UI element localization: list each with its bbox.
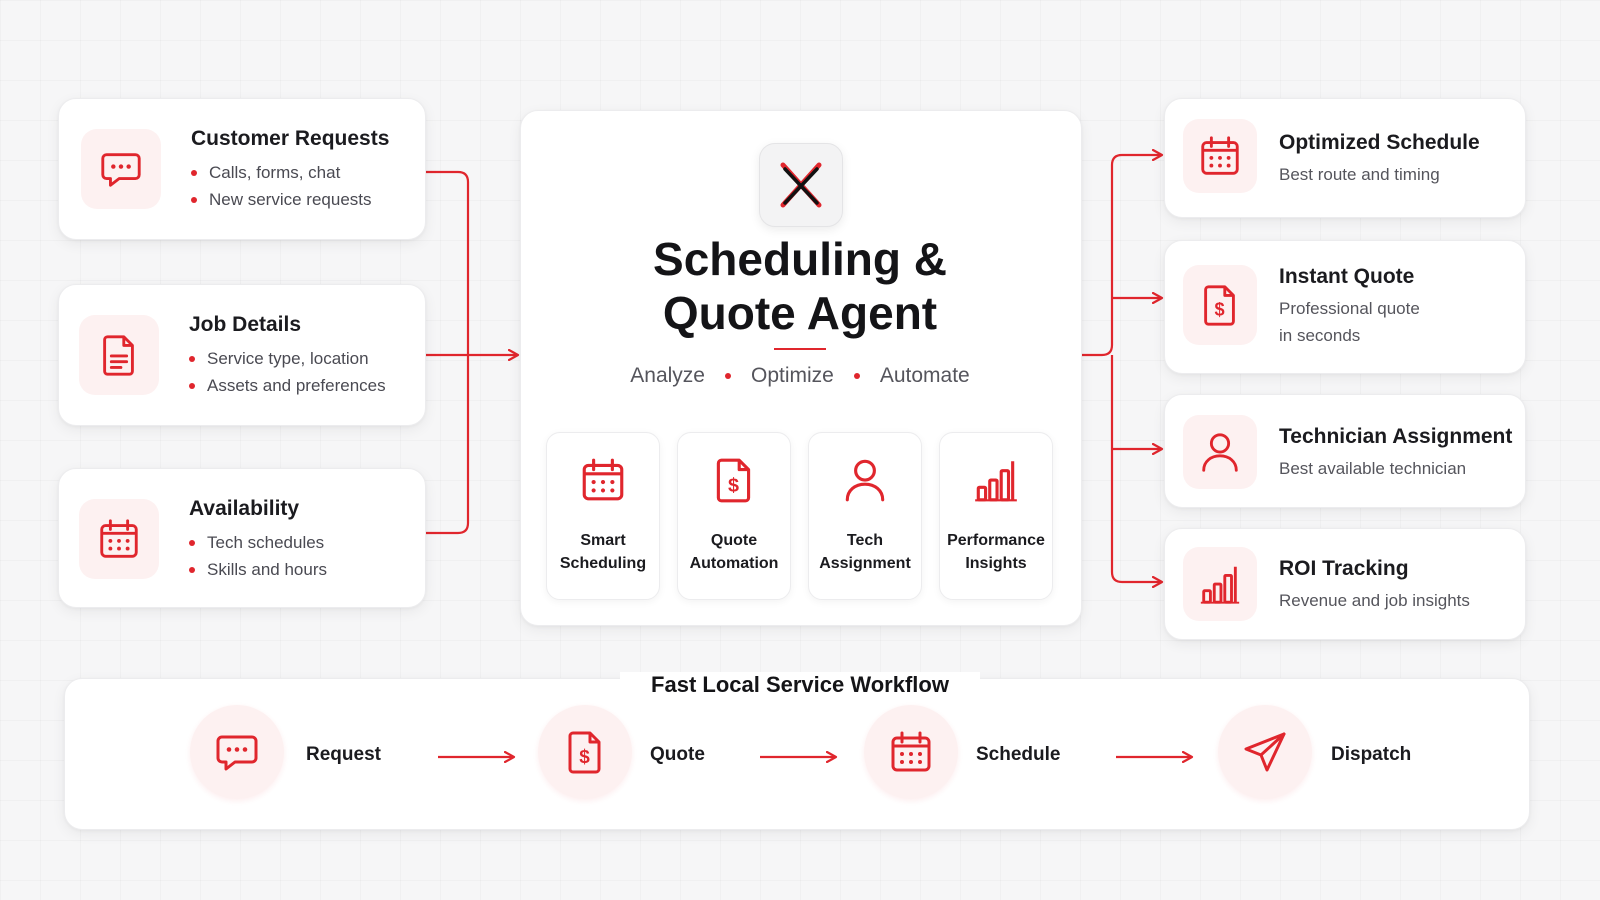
workflow-step-label: Quote [650,744,705,765]
input-card-customer-requests: Customer Requests Calls, forms, chat New… [58,98,426,240]
card-title: Technician Assignment [1279,425,1513,448]
output-card-roi-tracking: ROI Tracking Revenue and job insights [1164,528,1526,640]
card-subtitle: Best route and timing [1279,165,1440,184]
card-title: Availability [189,497,300,520]
calendar-icon [887,728,935,776]
quote-document-icon [1183,265,1257,345]
workflow-step-label: Schedule [976,744,1061,765]
card-subtitle: Best available technician [1279,459,1467,478]
bullet-item: New service requests [191,186,372,213]
card-subtitle: Professional quote in seconds [1279,299,1420,345]
paper-plane-icon [1241,728,1289,776]
quote-document-icon [561,728,609,776]
output-card-optimized-schedule: Optimized Schedule Best route and timing [1164,98,1526,218]
dot-separator [724,373,731,380]
bullet-item: Assets and preferences [189,372,386,399]
card-title: Instant Quote [1279,265,1415,288]
card-subtitle: Revenue and job insights [1279,591,1470,610]
card-title: Optimized Schedule [1279,131,1480,154]
agent-title-line2: Quote Agent [662,287,938,339]
bullet-item: Calls, forms, chat [191,159,372,186]
output-card-instant-quote: Instant Quote Professional quote in seco… [1164,240,1526,374]
chat-icon [213,728,261,776]
agent-tagline: Analyze Optimize Automate [560,364,1040,388]
calendar-icon [1183,119,1257,193]
workflow-step-quote-icon [538,705,632,799]
card-title: Job Details [189,313,302,336]
workflow-step-label: Dispatch [1331,744,1412,765]
bullet-list: Tech schedules Skills and hours [189,529,327,583]
output-card-technician-assignment: Technician Assignment Best available tec… [1164,394,1526,508]
tagline-word: Automate [879,364,970,387]
bullet-item: Tech schedules [189,529,327,556]
quote-document-icon [709,455,759,505]
chat-icon [81,129,161,209]
card-title: Customer Requests [191,127,390,150]
workflow-step-dispatch-icon [1218,705,1312,799]
bar-chart-icon [1183,547,1257,621]
input-card-job-details: Job Details Service type, location Asset… [58,284,426,426]
workflow-step-label: Request [306,744,381,765]
x-logo-icon [759,143,843,227]
workflow-step-request-icon [190,705,284,799]
calendar-icon [578,455,628,505]
person-icon [840,455,890,505]
output-trunk [1080,153,1123,357]
workflow-title: Fast Local Service Workflow [620,672,980,698]
person-icon [1183,415,1257,489]
tagline-word: Analyze [630,364,705,387]
bullet-list: Service type, location Assets and prefer… [189,345,386,399]
bullet-item: Skills and hours [189,556,327,583]
input-connector-2 [424,355,470,535]
bullet-list: Calls, forms, chat New service requests [191,159,372,213]
output-trunk-down [1110,355,1123,584]
dot-separator [853,373,860,380]
workflow-step-schedule-icon [864,705,958,799]
title-divider [774,348,826,350]
document-icon [79,315,159,395]
agent-title: Scheduling & Quote Agent [560,232,1040,340]
bar-chart-icon [971,455,1021,505]
card-title: ROI Tracking [1279,557,1409,580]
input-connector-1 [424,170,470,355]
agent-title-line1: Scheduling & [653,233,947,285]
bullet-item: Service type, location [189,345,386,372]
input-card-availability: Availability Tech schedules Skills and h… [58,468,426,608]
tagline-word: Optimize [750,364,834,387]
calendar-icon [79,499,159,579]
